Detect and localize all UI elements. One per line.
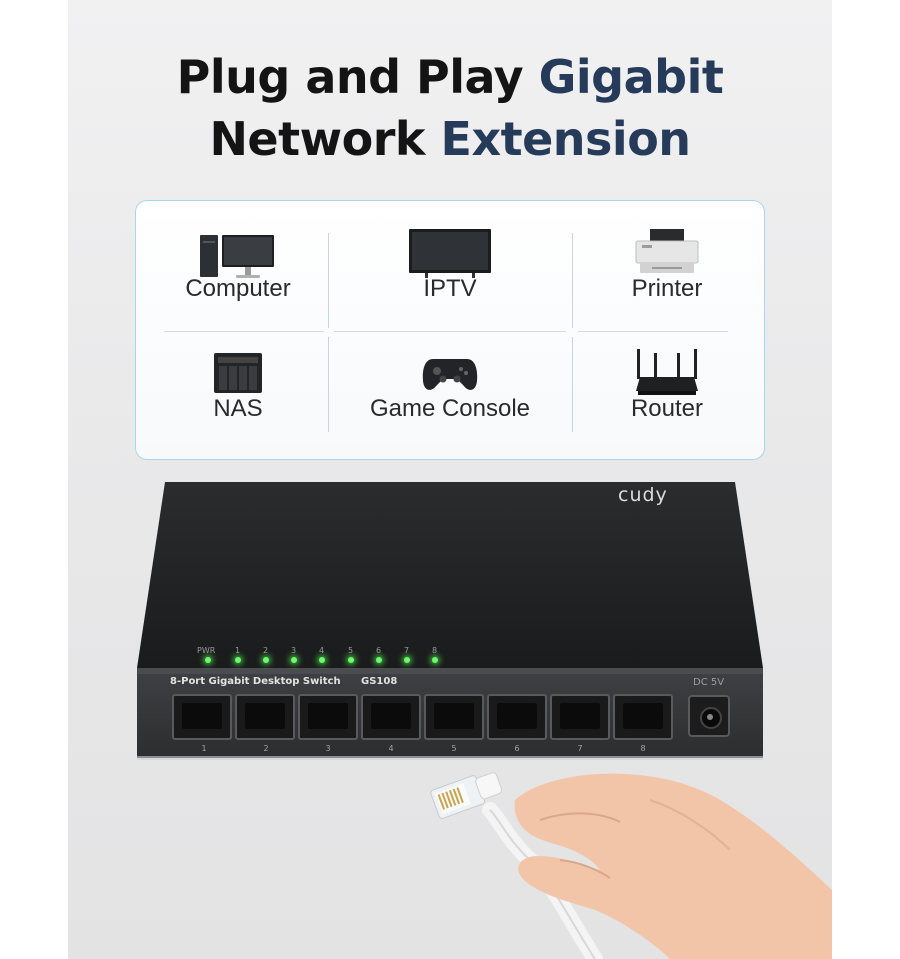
- headline-line1-dark: Plug and Play: [176, 50, 524, 104]
- dc-power-jack[interactable]: [688, 695, 730, 737]
- device-label: IPTV: [423, 275, 477, 302]
- device-nas: NAS: [143, 321, 333, 431]
- ethernet-port[interactable]: [361, 694, 421, 740]
- device-label: Computer: [185, 275, 291, 302]
- led-indicator: [291, 657, 297, 663]
- device-iptv: IPTV: [355, 201, 545, 311]
- ethernet-port[interactable]: [298, 694, 358, 740]
- led-indicator: [235, 657, 241, 663]
- power-label: DC 5V: [693, 677, 725, 688]
- led-label: 8: [432, 646, 438, 655]
- device-printer: Printer: [572, 201, 762, 311]
- port-number: 4: [388, 744, 394, 753]
- printer-icon: [635, 229, 699, 273]
- led-indicator: [404, 657, 410, 663]
- device-label: Printer: [631, 275, 703, 302]
- divider: [572, 233, 573, 328]
- ethernet-port[interactable]: [235, 694, 295, 740]
- led-indicator: [205, 657, 211, 663]
- device-computer: Computer: [143, 201, 333, 311]
- divider: [334, 331, 566, 332]
- led-label: 3: [291, 646, 297, 655]
- led-label: 5: [348, 646, 354, 655]
- device-label: Game Console: [369, 395, 531, 422]
- headline: Plug and Play Gigabit Network Extension: [0, 46, 900, 170]
- switch-description: 8-Port Gigabit Desktop Switch: [170, 676, 341, 687]
- nas-icon: [214, 353, 262, 393]
- led-label: 4: [319, 646, 325, 655]
- led-label: 7: [404, 646, 410, 655]
- device-game-console: Game Console: [355, 321, 545, 431]
- device-router: Router: [572, 321, 762, 431]
- ethernet-port[interactable]: [487, 694, 547, 740]
- port-number: 6: [514, 744, 520, 753]
- led-label: 1: [235, 646, 241, 655]
- led-indicator: [348, 657, 354, 663]
- port-number: 5: [451, 744, 457, 753]
- port-number: 8: [640, 744, 646, 753]
- gamepad-icon: [422, 359, 478, 390]
- ethernet-port[interactable]: [613, 694, 673, 740]
- headline-line2-accent: Extension: [440, 112, 692, 166]
- device-label: Router: [630, 395, 704, 422]
- divider: [572, 337, 573, 432]
- switch-model: GS108: [361, 676, 398, 687]
- brand-logo: cudy: [618, 484, 668, 506]
- device-panel: Computer IPTV Printer N: [135, 200, 765, 460]
- divider: [164, 331, 324, 332]
- port-number: 3: [325, 744, 331, 753]
- ethernet-port[interactable]: [424, 694, 484, 740]
- hand-with-ethernet-cable: [430, 772, 832, 959]
- computer-icon: [200, 235, 274, 278]
- led-indicator: [319, 657, 325, 663]
- led-indicator: [376, 657, 382, 663]
- led-indicator: [263, 657, 269, 663]
- ethernet-port[interactable]: [550, 694, 610, 740]
- divider: [328, 337, 329, 432]
- device-label: NAS: [213, 395, 263, 422]
- tv-icon: [409, 229, 491, 278]
- ethernet-port[interactable]: [172, 694, 232, 740]
- headline-line1-accent: Gigabit: [538, 50, 724, 104]
- led-indicator: [432, 657, 438, 663]
- led-label: 6: [376, 646, 382, 655]
- router-icon: [636, 349, 698, 395]
- divider: [578, 331, 728, 332]
- port-number: 1: [201, 744, 207, 753]
- led-label: 2: [263, 646, 269, 655]
- headline-line2-dark: Network: [209, 112, 425, 166]
- divider: [328, 233, 329, 328]
- port-number: 2: [263, 744, 269, 753]
- port-number: 7: [577, 744, 583, 753]
- led-label: PWR: [197, 646, 216, 655]
